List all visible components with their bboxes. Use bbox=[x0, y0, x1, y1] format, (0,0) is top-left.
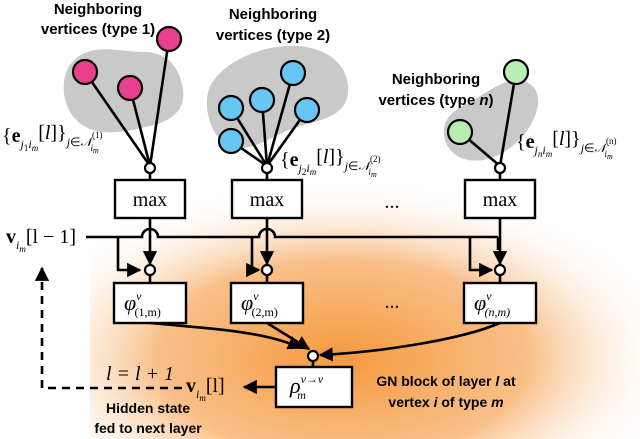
update-rule: l = l + 1 bbox=[106, 363, 174, 385]
max-label: max bbox=[250, 189, 284, 211]
group2-label-line2: vertices (type 2) bbox=[216, 27, 330, 44]
vertex-type2 bbox=[217, 94, 245, 122]
neighbor-group-type2: Neighboring vertices (type 2) bbox=[206, 6, 349, 175]
phi-box-2: φv(2,m) bbox=[229, 281, 305, 325]
svg-text:vim[l − 1]: vim[l − 1] bbox=[6, 226, 76, 254]
group2-label-line1: Neighboring bbox=[229, 6, 317, 23]
vertex-typen bbox=[446, 118, 474, 146]
sum-node bbox=[306, 349, 320, 363]
phi-box-1: φv(1,m) bbox=[112, 281, 188, 325]
ellipsis-max: ... bbox=[385, 191, 400, 213]
groupn-label-line1: Neighboring bbox=[392, 71, 480, 88]
svg-text:{ej2im[l]}j∈𝒩(2)im: {ej2im[l]}j∈𝒩(2)im bbox=[280, 146, 380, 179]
combine-node bbox=[143, 263, 157, 277]
neighbor-group-type1: Neighboring vertices (type 1) bbox=[41, 1, 184, 175]
hidden-caption-line2: fed to next layer bbox=[94, 420, 202, 436]
group1-label-line2: vertices (type 1) bbox=[41, 21, 155, 38]
aggregation-node bbox=[493, 161, 507, 175]
vertex-type2 bbox=[293, 96, 321, 124]
vertex-type2 bbox=[279, 59, 307, 87]
group2-blob bbox=[206, 45, 349, 148]
vertex-type1 bbox=[116, 74, 144, 102]
feedback-loop bbox=[34, 266, 182, 390]
vertex-type1 bbox=[71, 58, 99, 86]
edge-set-label-2: {ej2im[l]}j∈𝒩(2)im bbox=[280, 146, 380, 179]
combine-node bbox=[493, 263, 507, 277]
max-label: max bbox=[133, 189, 167, 211]
vertex-type1 bbox=[155, 25, 183, 53]
block-caption-line1: GN block of layer l at bbox=[376, 373, 516, 389]
hidden-caption-line1: Hidden state bbox=[106, 400, 190, 416]
svg-text:φv(2,m): φv(2,m) bbox=[241, 289, 278, 319]
ellipsis-phi: ... bbox=[385, 291, 400, 313]
neighbor-group-typen: Neighboring vertices (type n) bbox=[378, 58, 539, 175]
svg-text:φv(n,m): φv(n,m) bbox=[474, 289, 510, 319]
max-box-2: max bbox=[230, 178, 304, 220]
block-caption-line2: vertex i of type m bbox=[388, 394, 503, 410]
vertex-type2 bbox=[217, 127, 245, 155]
max-label: max bbox=[483, 189, 517, 211]
vertex-typen bbox=[502, 58, 530, 86]
edge-set-label-1: {jej1im[l]}j∈𝒩(1)im bbox=[2, 122, 102, 155]
max-box-1: max bbox=[113, 178, 187, 220]
max-box-n: max bbox=[463, 178, 537, 220]
groupn-label-line2: vertices (type n) bbox=[378, 92, 493, 109]
svg-text:φv(1,m): φv(1,m) bbox=[124, 289, 161, 319]
combine-node bbox=[260, 263, 274, 277]
vertex-type2 bbox=[248, 86, 276, 114]
input-state-label: vim[l − 1] bbox=[6, 226, 76, 254]
svg-text:vim[l]: vim[l] bbox=[186, 375, 225, 403]
aggregation-node bbox=[143, 161, 157, 175]
aggregation-node bbox=[260, 161, 274, 175]
svg-text:{jej1im[l]}j∈𝒩(1)im: {jej1im[l]}j∈𝒩(1)im bbox=[2, 122, 102, 155]
edge-set-label-n: {ejnim[l]}j∈𝒩(n)im bbox=[516, 128, 616, 161]
svg-text:ρv→vm: ρv→vm bbox=[289, 372, 324, 402]
output-state-label: vim[l] bbox=[186, 375, 225, 403]
svg-text:{ejnim[l]}j∈𝒩(n)im: {ejnim[l]}j∈𝒩(n)im bbox=[516, 128, 616, 161]
group1-label-line1: Neighboring bbox=[54, 1, 142, 18]
phi-box-n: φv(n,m) bbox=[462, 281, 538, 325]
